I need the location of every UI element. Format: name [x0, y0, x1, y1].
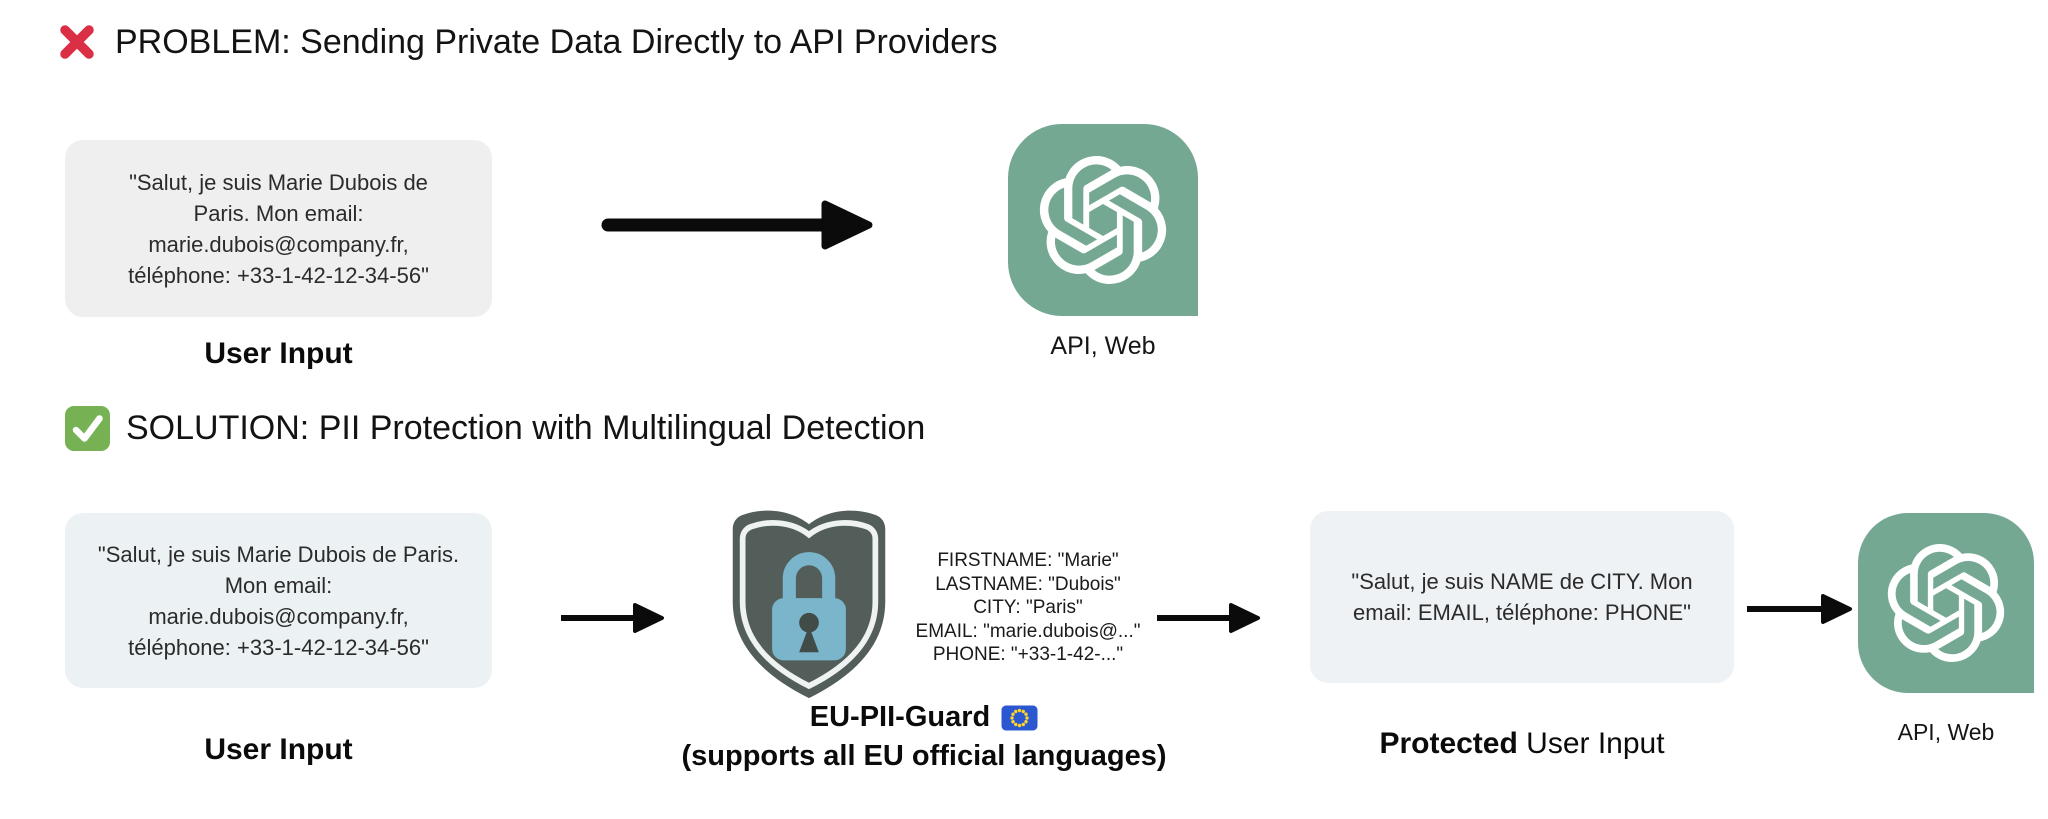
problem-title-text: PROBLEM: Sending Private Data Directly t…	[115, 22, 998, 61]
input-text-line: marie.dubois@company.fr,	[148, 603, 409, 629]
guard-name: EU-PII-Guard	[809, 701, 991, 733]
user-input-box: "Salut, je suis Marie Dubois de Paris. M…	[65, 140, 492, 317]
flow-arrow	[1157, 603, 1260, 633]
shield-lock-icon	[727, 503, 891, 703]
flow-arrow	[601, 200, 873, 250]
check-mark-icon	[64, 405, 111, 452]
problem-title: PROBLEM: Sending Private Data Directly t…	[54, 16, 997, 68]
solution-title-text: SOLUTION: PII Protection with Multilingu…	[126, 408, 926, 447]
detected-pii-fields: FIRSTNAME: "Marie" LASTNAME: "Dubois" CI…	[896, 549, 1160, 667]
input-text-line: "Salut, je suis Marie Dubois de	[129, 169, 428, 195]
solution-title: SOLUTION: PII Protection with Multilingu…	[64, 401, 925, 455]
user-input-label-solution: User Input	[204, 733, 353, 766]
input-text-line: Mon email:	[224, 572, 333, 598]
cross-mark-icon	[54, 19, 100, 65]
input-text-line: "Salut, je suis Marie Dubois de Paris.	[97, 541, 460, 567]
pii-field: PHONE: "+33-1-42-..."	[932, 644, 1124, 666]
protected-text-line: "Salut, je suis NAME de CITY. Mon	[1351, 569, 1693, 594]
guard-caption: EU-PII-Guard (supports all EU official l…	[674, 701, 1174, 773]
flow-arrow	[1747, 594, 1852, 624]
pii-field: FIRSTNAME: "Marie"	[937, 550, 1119, 571]
provider-label: API, Web	[1897, 719, 1995, 745]
openai-icon	[1039, 156, 1167, 284]
user-input-label: User Input	[204, 337, 353, 370]
pii-field: CITY: "Paris"	[973, 597, 1083, 619]
protected-user-input-box: "Salut, je suis NAME de CITY. Mon email:…	[1310, 511, 1734, 683]
guard-subtitle: (supports all EU official languages)	[681, 740, 1167, 772]
flow-arrow	[561, 603, 664, 633]
eu-flag-icon	[1001, 705, 1038, 731]
input-text-line: téléphone: +33-1-42-12-34-56"	[128, 634, 429, 660]
pii-field: EMAIL: "marie.dubois@..."	[915, 620, 1141, 642]
protected-label-emphasis: Protected	[1379, 727, 1518, 760]
protected-label-rest: User Input	[1517, 727, 1665, 760]
openai-logo	[1008, 124, 1198, 316]
openai-icon	[1887, 544, 2005, 662]
user-input-box-solution: "Salut, je suis Marie Dubois de Paris. M…	[65, 513, 492, 688]
input-text-line: téléphone: +33-1-42-12-34-56"	[128, 262, 429, 288]
provider-label: API, Web	[1050, 332, 1156, 360]
pii-field: LASTNAME: "Dubois"	[935, 573, 1121, 595]
protected-user-input-label: Protected User Input	[1310, 727, 1734, 761]
input-text-line: Paris. Mon email:	[193, 200, 364, 226]
input-text-line: marie.dubois@company.fr,	[148, 231, 409, 257]
protected-text-line: email: EMAIL, téléphone: PHONE"	[1353, 600, 1691, 625]
openai-logo	[1858, 513, 2034, 693]
